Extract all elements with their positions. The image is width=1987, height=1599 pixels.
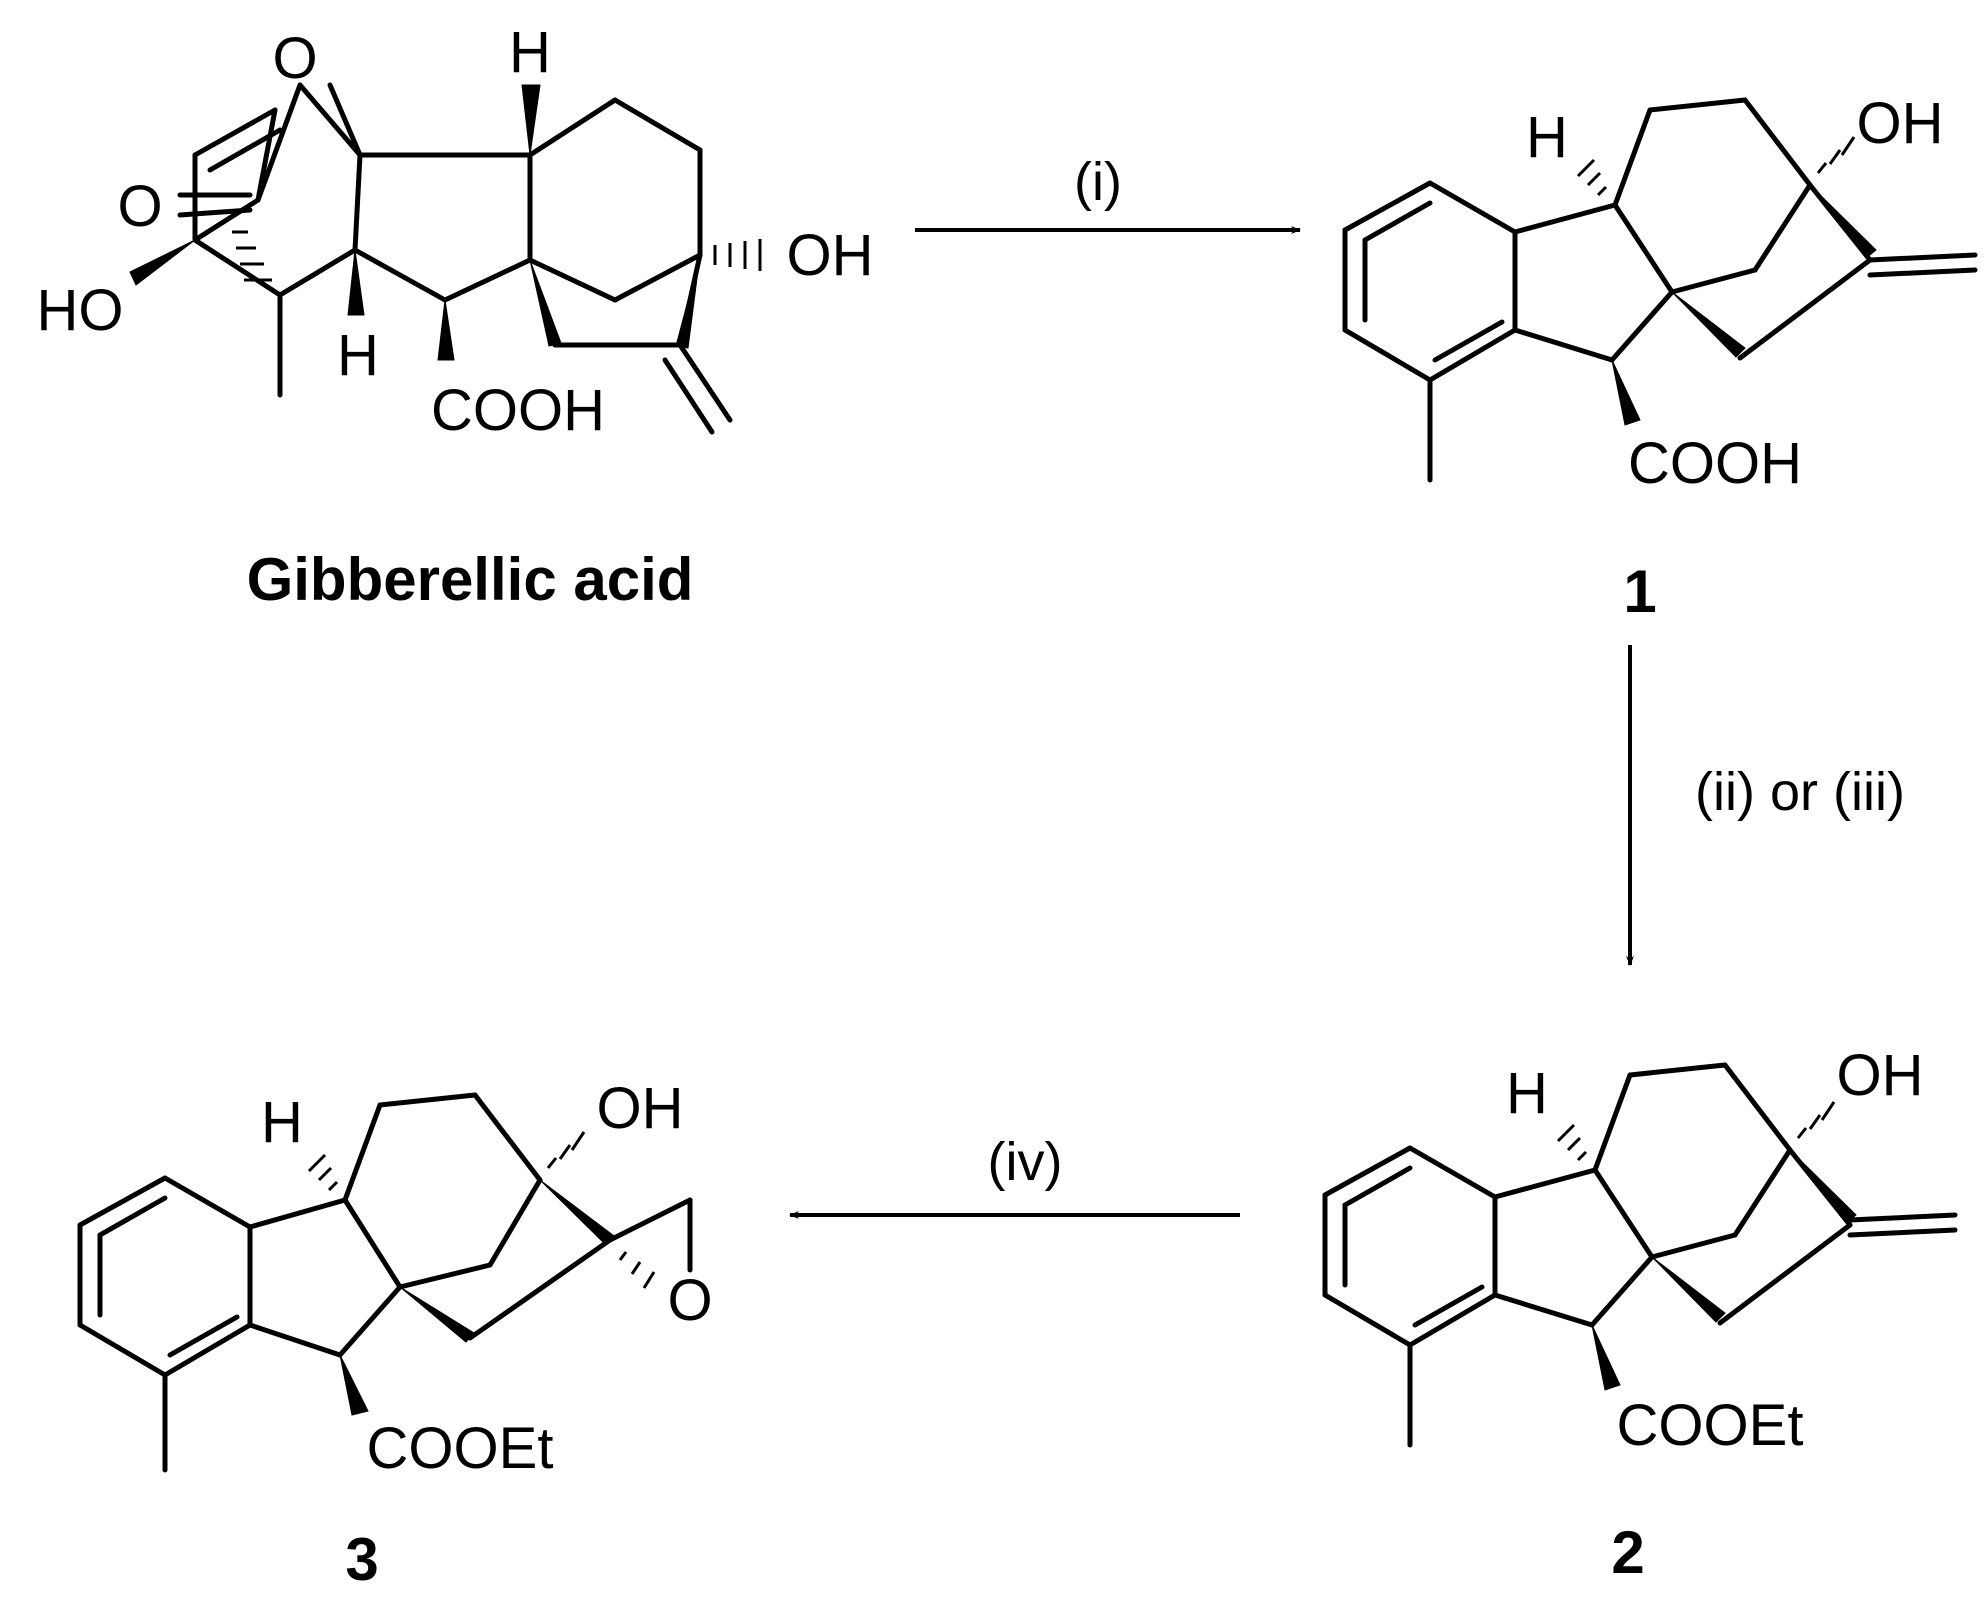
ga-hydroxyl-label: HO bbox=[37, 278, 124, 343]
compound-3-epoxide-oxygen-label: O bbox=[667, 1268, 712, 1333]
step2-conditions: (ii) or (iii) bbox=[1695, 762, 1905, 822]
compound-2-hydroxyl-label: OH bbox=[1837, 1043, 1924, 1108]
compound-1-number: 1 bbox=[1623, 558, 1656, 625]
compound-1-oh-hash bbox=[1816, 136, 1856, 174]
compound-2-oh-hash bbox=[1796, 1101, 1836, 1139]
ga-ring-oxygen-label: O bbox=[272, 26, 317, 91]
ga-hydroxyl-label-right: OH bbox=[787, 223, 874, 288]
compound-1-structure bbox=[1342, 97, 1978, 483]
ga-bottom-hydrogen-label: H bbox=[337, 323, 379, 388]
step3-conditions: (iv) bbox=[988, 1132, 1063, 1192]
compound-2-h-hash bbox=[1556, 1123, 1588, 1162]
compound-2-hydrogen-label: H bbox=[1506, 1061, 1548, 1126]
compound-1-carboxyl-label: COOH bbox=[1628, 431, 1802, 496]
compound-3-epoxide-hash bbox=[618, 1251, 656, 1289]
compound-1-h-hash bbox=[1576, 158, 1608, 197]
ga-ketone-oxygen-label: O bbox=[117, 174, 162, 239]
compound-2-structure bbox=[1322, 1062, 1958, 1448]
gibberellic-acid-structure bbox=[129, 82, 762, 435]
compound-3-h-hash bbox=[307, 1153, 339, 1192]
compound-3-number: 3 bbox=[345, 1526, 378, 1593]
compound-2-ester-label: COOEt bbox=[1617, 1393, 1804, 1458]
ga-carboxyl-label: COOH bbox=[431, 378, 605, 443]
compound-1-hydrogen-label: H bbox=[1526, 105, 1568, 170]
compound-3-oh-hash bbox=[546, 1131, 586, 1169]
compound-3-hydroxyl-label: OH bbox=[597, 1076, 684, 1141]
ga-top-hydrogen-label: H bbox=[509, 20, 551, 85]
compound-2-number: 2 bbox=[1611, 1519, 1644, 1586]
compound-3-hydrogen-label: H bbox=[261, 1090, 303, 1155]
compound-1-hydroxyl-label: OH bbox=[1857, 91, 1944, 156]
step1-conditions: (i) bbox=[1074, 152, 1122, 212]
ga-compound-name: Gibberellic acid bbox=[247, 546, 694, 613]
compound-3-structure bbox=[77, 1092, 693, 1473]
compound-3-ester-label: COOEt bbox=[367, 1416, 554, 1481]
